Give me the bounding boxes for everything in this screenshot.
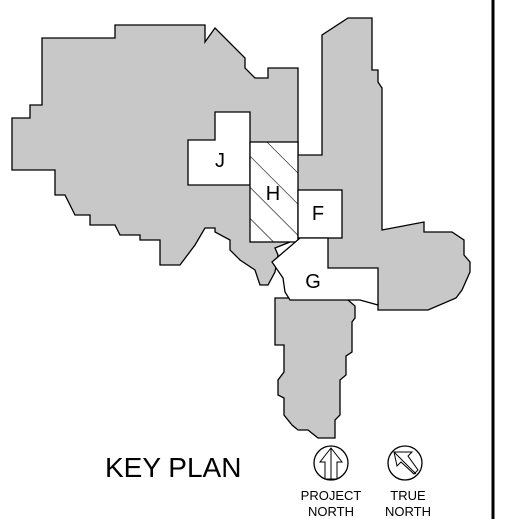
area-f [297,189,343,239]
project-north-icon [313,445,349,481]
area-f-label: F [312,203,324,225]
key-plan-title: KEY PLAN [105,452,241,483]
area-g [271,237,379,306]
area-j-label: J [215,150,225,172]
project-north-label-line2: NORTH [308,504,354,519]
building-lower-wing [274,297,356,439]
true-north-icon [387,445,423,481]
area-h-hatching [250,142,298,242]
area-h-label: H [266,183,280,205]
project-north-label-line1: PROJECT [301,488,362,503]
true-north-label-line1: TRUE [390,488,426,503]
area-j [187,111,251,186]
true-north-label-line2: NORTH [385,504,431,519]
area-g-label: G [305,271,321,293]
